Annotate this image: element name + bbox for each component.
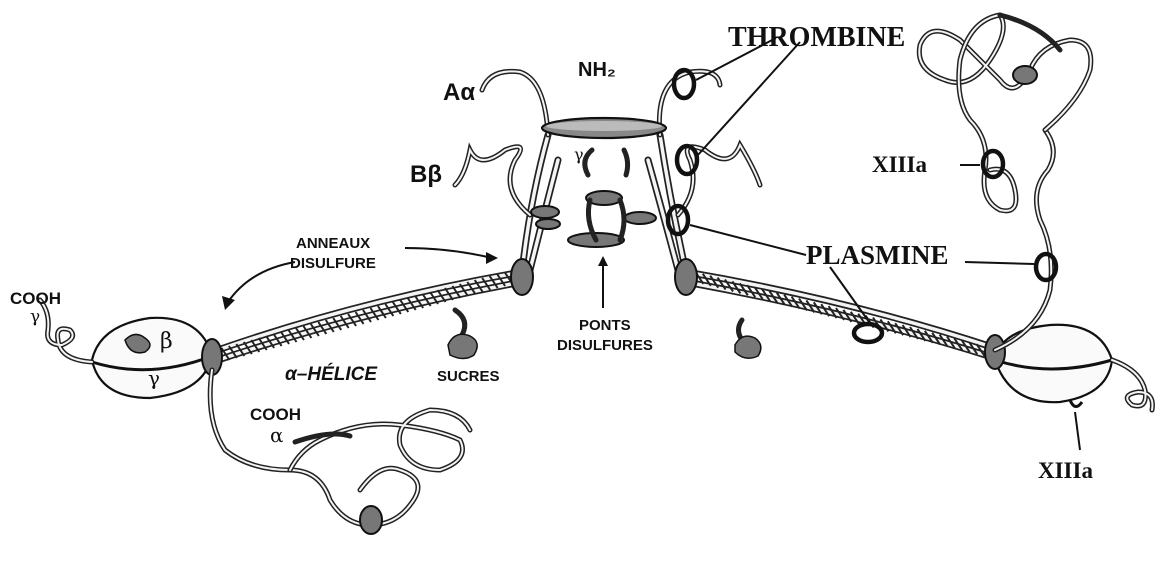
right-tangle-knot xyxy=(1013,66,1037,84)
cooh-gamma-label: COOH xyxy=(10,289,61,308)
ponts-label-1: PONTS xyxy=(579,317,631,334)
thrombine-label: THROMBINE xyxy=(728,22,905,53)
central-gamma-label: γ xyxy=(574,145,584,164)
sugar-left xyxy=(448,334,477,358)
nh2-label: NH₂ xyxy=(578,59,616,81)
alpha-symbol-label: α xyxy=(270,423,284,447)
right-d-domain xyxy=(985,325,1112,407)
b-beta-label: Bβ xyxy=(410,161,442,188)
anneaux-label-1: ANNEAUX xyxy=(296,235,370,252)
ponts-label-2: DISULFURES xyxy=(557,337,653,354)
domain-gamma-label: γ xyxy=(148,366,160,390)
coil-knot-right-center xyxy=(675,259,697,295)
anneaux-label-2: DISULFURE xyxy=(290,255,376,272)
gamma-symbol-label: γ xyxy=(30,307,40,327)
plasmine-site-2 xyxy=(854,324,882,342)
sugar-right xyxy=(735,336,761,358)
xiiia-top-label: XIIIa xyxy=(872,152,927,177)
alpha-helice-label: α–HÉLICE xyxy=(285,363,378,385)
domain-beta-label: β xyxy=(160,329,173,354)
a-alpha-label: Aα xyxy=(443,79,475,106)
coil-knot-left-center xyxy=(511,259,533,295)
alpha-c-knot xyxy=(360,506,382,534)
right-coiled-coil xyxy=(686,272,995,358)
sucres-label: SUCRES xyxy=(437,368,500,385)
cooh-alpha-label: COOH xyxy=(250,405,301,424)
plasmine-label: PLASMINE xyxy=(806,240,949,270)
xiiia-bottom-label: XIIIa xyxy=(1038,458,1093,483)
